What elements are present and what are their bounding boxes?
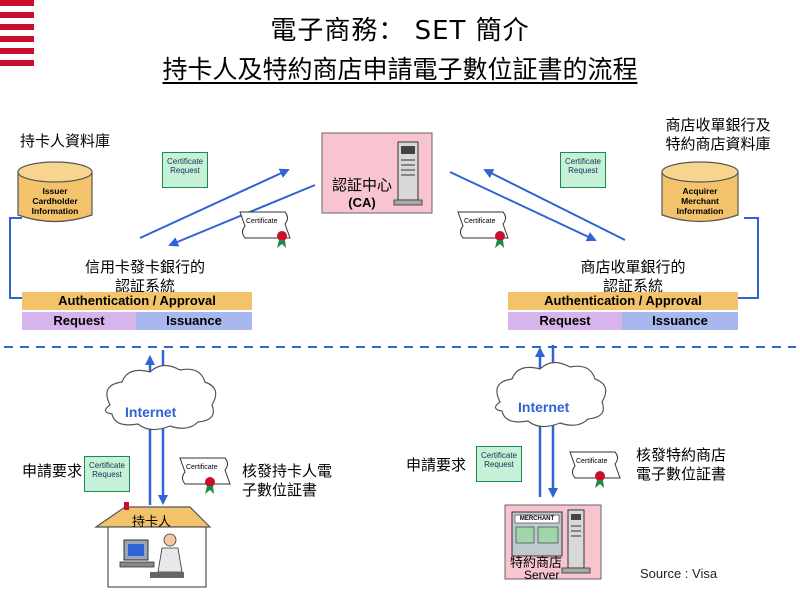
right-db-label-line: 特約商店資料庫 bbox=[665, 135, 771, 153]
merchant-label: 特約商店 bbox=[510, 556, 563, 571]
left-issue-label: 核發持卡人電 子數位証書 bbox=[242, 462, 332, 500]
source-credit: Source : Visa bbox=[640, 566, 718, 581]
ca-server-icon bbox=[393, 141, 423, 206]
cert-request-line: Certificate bbox=[166, 157, 203, 166]
cert-request-line: Certificate bbox=[88, 461, 125, 470]
certificate-request-box: Certificate Request bbox=[162, 152, 208, 188]
left-db-line: Issuer bbox=[42, 186, 68, 196]
left-auth-bar: Authentication / Approval bbox=[22, 292, 252, 310]
ca-label: 認証中心 (CA) bbox=[326, 174, 398, 210]
left-system-line: 認証系統 bbox=[114, 277, 175, 295]
internet-label: Internet bbox=[518, 399, 570, 415]
certificate-label: Certificate bbox=[464, 218, 496, 225]
right-system-line: 商店收單銀行的 bbox=[580, 258, 686, 276]
connector-left-db bbox=[9, 217, 22, 299]
left-apply-label: 申請要求 bbox=[22, 462, 83, 480]
certificate-label: Certificate bbox=[186, 464, 218, 471]
right-request-bar: Request bbox=[508, 312, 622, 330]
right-db-line: Information bbox=[676, 206, 724, 216]
certificate-label: Certificate bbox=[576, 458, 608, 465]
right-system-line: 認証系統 bbox=[602, 277, 663, 295]
cert-request-line: Request bbox=[170, 166, 200, 175]
cert-request-line: Request bbox=[92, 470, 122, 479]
merchant-sign: MERCHANT bbox=[519, 516, 555, 522]
arrow-left-to-ca bbox=[139, 168, 290, 239]
cert-request-line: Request bbox=[568, 166, 598, 175]
arrow-ca-to-right bbox=[449, 171, 597, 242]
right-db-label: 商店收單銀行及 特約商店資料庫 bbox=[648, 116, 788, 154]
right-issue-line: 核發特約商店 bbox=[636, 446, 727, 464]
right-database-cylinder bbox=[661, 161, 739, 223]
cloud-icon bbox=[104, 364, 217, 431]
certificate-scroll-icon bbox=[569, 451, 621, 488]
left-system-label: 信用卡發卡銀行的 認証系統 bbox=[60, 258, 230, 296]
ca-title: 認証中心 bbox=[331, 176, 392, 194]
cardholder-house-icon bbox=[94, 502, 212, 588]
right-issuance-bar: Issuance bbox=[622, 312, 738, 330]
right-auth-bar: Authentication / Approval bbox=[508, 292, 738, 310]
cert-request-line: Certificate bbox=[564, 157, 601, 166]
internet-label: Internet bbox=[125, 404, 177, 420]
right-issue-line: 電子數位証書 bbox=[636, 465, 727, 483]
cardholder-label: 持卡人 bbox=[132, 515, 172, 530]
certificate-scroll-icon bbox=[457, 211, 509, 248]
left-db-text: Issuer Cardholder Information bbox=[20, 186, 90, 216]
cert-request-line: Request bbox=[484, 460, 514, 469]
arrow-right-to-ca bbox=[483, 169, 626, 241]
right-db-line: Acquirer bbox=[682, 186, 718, 196]
left-db-line: Information bbox=[31, 206, 79, 216]
right-apply-label: 申請要求 bbox=[406, 456, 467, 474]
left-database-cylinder bbox=[17, 161, 93, 223]
merchant-server-icon bbox=[561, 509, 591, 574]
left-issuance-bar: Issuance bbox=[136, 312, 252, 330]
left-request-bar: Request bbox=[22, 312, 136, 330]
certificate-request-box: Certificate Request bbox=[560, 152, 606, 188]
left-issue-line: 子數位証書 bbox=[242, 481, 318, 499]
left-db-label: 持卡人資料庫 bbox=[20, 132, 111, 150]
merchant-storefront-icon bbox=[511, 511, 563, 557]
right-system-label: 商店收單銀行的 認証系統 bbox=[548, 258, 718, 296]
right-db-text: Acquirer Merchant Information bbox=[664, 186, 736, 216]
left-issue-line: 核發持卡人電 bbox=[242, 462, 333, 480]
right-issue-label: 核發特約商店 電子數位証書 bbox=[636, 446, 726, 484]
certificate-scroll-icon bbox=[179, 457, 231, 494]
certificate-request-box: Certificate Request bbox=[84, 456, 130, 492]
left-db-line: Cardholder bbox=[32, 196, 78, 206]
connector-right-db bbox=[738, 217, 759, 299]
certificate-label: Certificate bbox=[246, 218, 278, 225]
server-label: Server bbox=[524, 568, 560, 582]
header-stripes bbox=[0, 0, 34, 80]
ca-abbrev: (CA) bbox=[348, 195, 376, 210]
page-subtitle: 持卡人及特約商店申請電子數位証書的流程 bbox=[162, 55, 638, 84]
page-title: 電子商務： SET 簡介 bbox=[270, 16, 530, 46]
cert-request-line: Certificate bbox=[480, 451, 517, 460]
right-db-label-line: 商店收單銀行及 bbox=[665, 116, 771, 134]
left-system-line: 信用卡發卡銀行的 bbox=[84, 258, 205, 276]
certificate-scroll-icon bbox=[239, 211, 291, 248]
right-db-line: Merchant bbox=[681, 196, 719, 206]
certificate-request-box: Certificate Request bbox=[476, 446, 522, 482]
cloud-icon bbox=[494, 361, 607, 428]
